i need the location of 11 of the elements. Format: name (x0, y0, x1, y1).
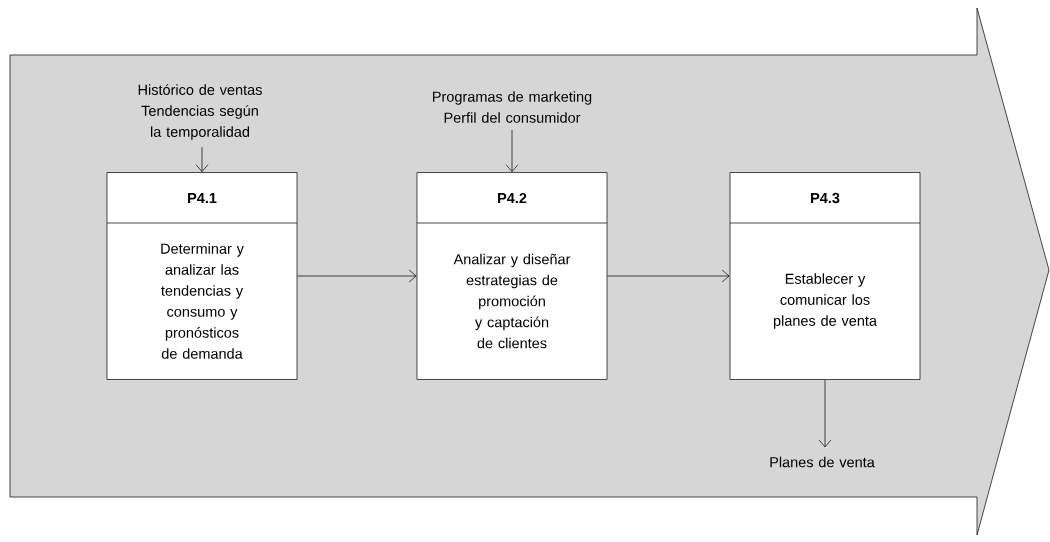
process-box: P4.3 Establecer y comunicar los planes de venta (729, 172, 921, 380)
process-box: P4.1 Determinar y analizar las tendencias y consumo y pronósticos de demanda (106, 172, 298, 380)
process-box: P4.2 Analizar y diseñar estrategias de promoción y captación de clientes (416, 172, 608, 380)
arrow (195, 146, 209, 172)
input-text: Histórico de ventas Tendencias según la temporalidad (138, 84, 262, 140)
input-text: Programas de marketing Perfil del consumidor (433, 91, 592, 123)
arrow (297, 269, 417, 283)
arrow (818, 379, 832, 448)
input-text: Planes de venta (770, 456, 875, 468)
arrow (607, 269, 730, 283)
arrow (505, 129, 519, 172)
